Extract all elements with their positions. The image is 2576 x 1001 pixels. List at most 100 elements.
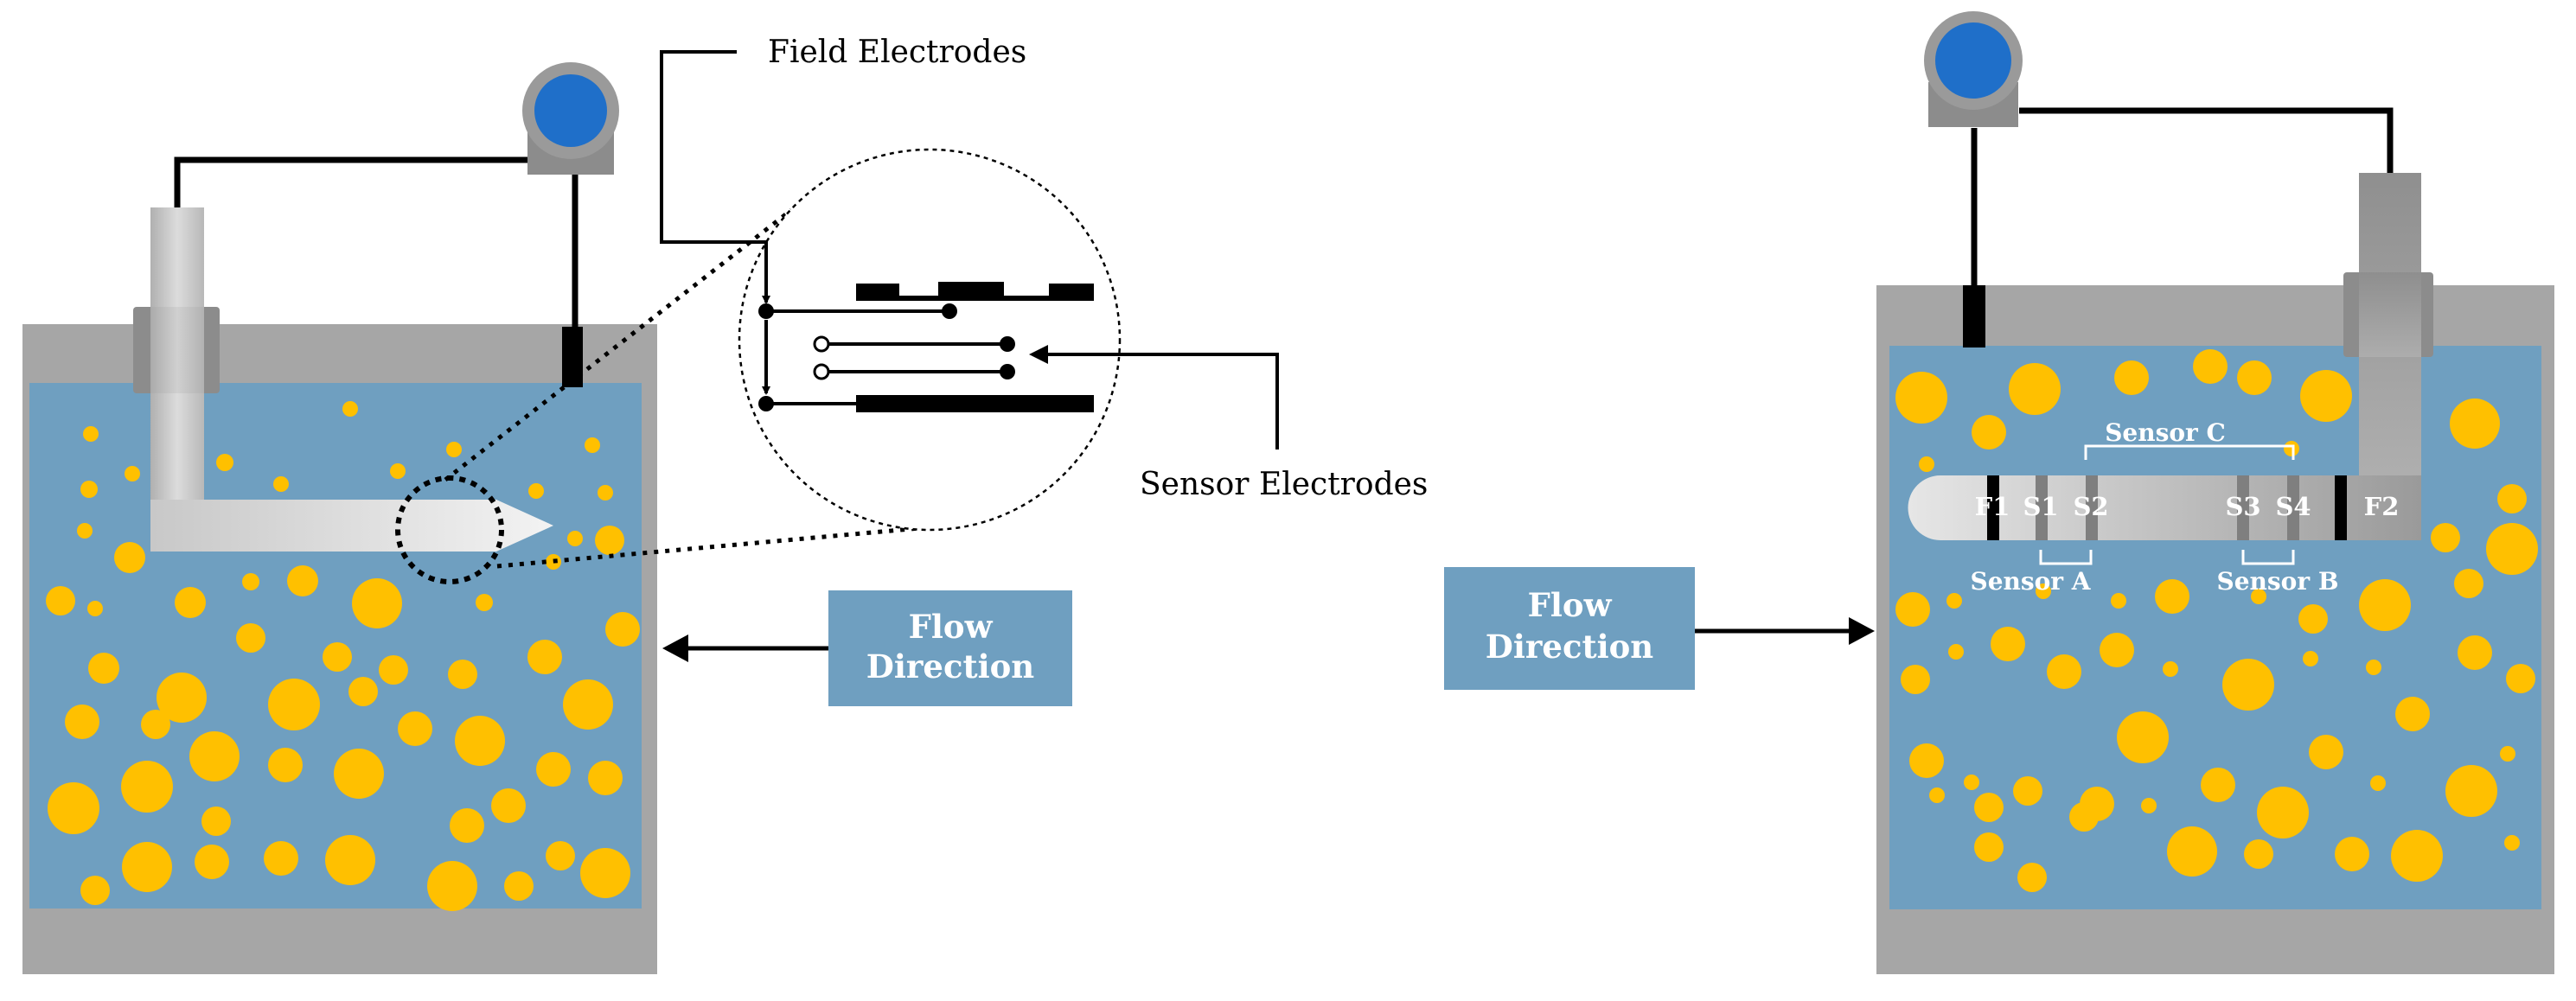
- bubble: [1991, 627, 2025, 661]
- bubble: [122, 842, 172, 892]
- sensor-brackets: [2039, 444, 2295, 565]
- bubble: [2237, 360, 2272, 395]
- left-electrode-terminal: [562, 327, 583, 387]
- bubble: [141, 710, 170, 739]
- bubble: [2117, 711, 2169, 763]
- bubble: [2114, 360, 2149, 395]
- left-bubbles: [46, 401, 640, 911]
- bubble: [77, 523, 93, 539]
- bubble: [379, 655, 408, 685]
- flow-direction-left-line1: Flow: [909, 608, 994, 646]
- bubble: [2100, 633, 2134, 667]
- bubble: [2450, 398, 2500, 449]
- bubble: [1929, 787, 1945, 803]
- bubble: [2284, 441, 2299, 456]
- flow-meter-icon: [522, 62, 619, 175]
- flow-arrow-left-head: [662, 634, 688, 662]
- bubble: [1909, 743, 1944, 778]
- bubble: [2309, 735, 2343, 769]
- bubble: [2458, 635, 2492, 670]
- bubble: [2303, 651, 2318, 666]
- bubble: [1972, 415, 2006, 449]
- electrode-s4-label: S4: [2275, 492, 2311, 521]
- bubble: [2069, 802, 2099, 832]
- bubble: [2013, 776, 2042, 806]
- bubble: [580, 848, 630, 898]
- bubble: [175, 587, 206, 618]
- probe-tip-focus-circle: [395, 475, 504, 584]
- bubble: [2257, 787, 2309, 838]
- bubble: [2017, 863, 2047, 892]
- bubble: [2391, 830, 2443, 882]
- bubble: [476, 594, 493, 611]
- bubble: [2036, 583, 2051, 599]
- bubble: [1974, 832, 2004, 862]
- bubble: [242, 573, 259, 590]
- bubble: [195, 845, 229, 879]
- flow-direction-box-right: [1444, 567, 1695, 690]
- bubble: [504, 871, 534, 901]
- field-electrode-plate-top-2: [938, 282, 1004, 299]
- bubble: [2335, 837, 2369, 871]
- bubble: [287, 565, 318, 596]
- bubble: [88, 653, 119, 684]
- bubble: [80, 876, 110, 905]
- bubble: [585, 437, 600, 453]
- bubble: [80, 481, 98, 498]
- electrode-f1: [1987, 475, 1999, 540]
- flow-direction-left-line2: Direction: [866, 647, 1035, 685]
- bubble: [528, 483, 544, 499]
- sensor-electrodes-arrow: [1029, 345, 1048, 364]
- right-tank: [1876, 285, 2554, 974]
- bubble: [342, 401, 358, 417]
- bubble: [323, 642, 352, 672]
- bubble: [1964, 775, 1979, 790]
- left-tank: [22, 324, 657, 974]
- sensor-electrodes-label: Sensor Electrodes: [1140, 467, 1428, 502]
- bubble: [121, 761, 173, 813]
- bubble: [46, 586, 75, 615]
- field-electrode-plate-bottom: [856, 395, 1094, 412]
- sensor-a-label: Sensor A: [1970, 567, 2091, 596]
- bubble: [2445, 765, 2497, 817]
- bubble: [2222, 659, 2274, 711]
- flow-arrow-right-head: [1849, 617, 1875, 645]
- zoom-line-bottom: [496, 525, 930, 569]
- electrode-detail: [758, 246, 1094, 412]
- electrode-s1: [2036, 475, 2048, 540]
- bubble: [2047, 654, 2081, 689]
- bubble: [268, 679, 320, 730]
- bubble: [605, 612, 640, 647]
- bubble: [446, 442, 462, 457]
- right-probe: [1908, 173, 2433, 540]
- bubble: [2359, 579, 2411, 631]
- bubble: [201, 807, 231, 836]
- bubble: [2244, 839, 2273, 869]
- electrode-s4: [2287, 475, 2299, 540]
- bubble: [273, 476, 289, 492]
- bubble: [236, 623, 265, 653]
- bubble: [1948, 644, 1964, 660]
- bubble: [450, 808, 484, 843]
- bubble: [588, 761, 623, 795]
- bubble: [2506, 664, 2535, 693]
- sensor-b-label: Sensor B: [2217, 567, 2339, 596]
- bubble: [2500, 746, 2515, 762]
- electrode-f1-label: F1: [1975, 492, 2010, 521]
- flow-direction-right-line2: Direction: [1486, 628, 1654, 666]
- sensor-probe-icon: [150, 500, 553, 552]
- bubble: [334, 749, 384, 799]
- electrode-s3-label: S3: [2225, 492, 2260, 521]
- bubble: [48, 782, 99, 834]
- zoom-circle: [738, 148, 1122, 532]
- bubble: [352, 578, 402, 628]
- bubble: [448, 660, 477, 689]
- bubble: [1919, 456, 1934, 472]
- bubble: [87, 601, 103, 616]
- field-electrodes-label: Field Electrodes: [768, 35, 1026, 70]
- bubble: [455, 716, 505, 766]
- bubble: [2009, 363, 2061, 415]
- bubble: [2300, 370, 2352, 422]
- bubble: [546, 841, 575, 870]
